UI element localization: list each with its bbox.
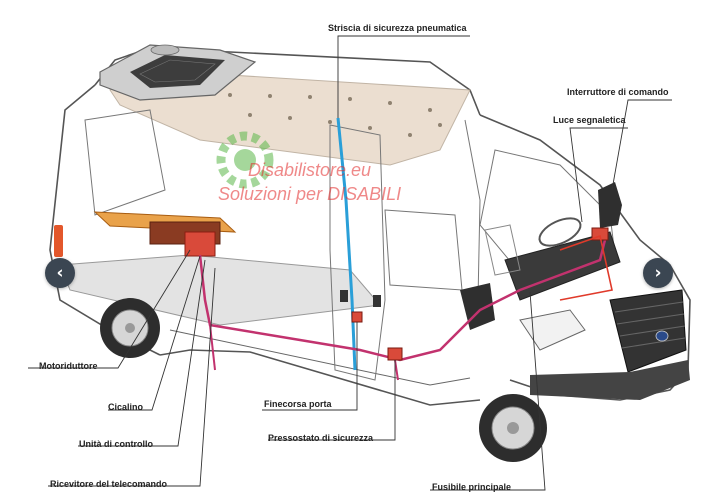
leader-ricevitore [48, 267, 216, 487]
driver-seat [484, 224, 521, 276]
leader-finecorsa [262, 322, 358, 411]
roof-panel-rivets [228, 93, 442, 137]
dashboard [504, 231, 621, 301]
leader-fusibile [430, 291, 546, 491]
roof-air-unit [99, 44, 257, 101]
door-handle-1 [340, 290, 348, 302]
label-pressostato-sicurezza: Pressostato di sicurezza [268, 433, 374, 443]
steering-wheel [538, 217, 582, 247]
carousel-prev-button[interactable]: ‹ [45, 258, 75, 288]
grille-slats [614, 301, 686, 349]
label-finecorsa-porta: Finecorsa porta [264, 399, 332, 409]
motor-unit [93, 211, 237, 257]
leader-striscia [337, 35, 470, 118]
watermark-line-2: Soluzioni per DISABILI [218, 184, 402, 204]
leader-cicalino [108, 255, 201, 411]
carousel-next-button[interactable]: › [643, 258, 673, 288]
sliding-door [329, 124, 386, 381]
van-cab [479, 114, 691, 401]
side-window [384, 209, 463, 291]
leader-motoriduttore [28, 249, 191, 369]
chevron-right-icon: › [654, 262, 662, 283]
rear-wheel [100, 298, 160, 358]
watermark-logo [216, 131, 274, 189]
front-wheel [479, 394, 547, 462]
label-cicalino: Cicalino [108, 402, 144, 412]
door-limit-switch [351, 311, 363, 323]
watermark-line-1: Disabilistore.eu [248, 160, 372, 180]
door-handle-2 [373, 295, 381, 307]
side-mirror-left [460, 283, 495, 330]
b-pillar [464, 119, 481, 301]
cable-branch-2 [394, 359, 399, 381]
leader-pressostato [268, 360, 396, 441]
brand-badge [655, 330, 669, 342]
label-interruttore-comando: Interruttore di comando [567, 87, 669, 97]
cable-harness [198, 239, 607, 362]
rear-window [84, 109, 166, 216]
headlight [519, 309, 586, 351]
side-mirror [598, 182, 622, 228]
leader-unita [78, 259, 206, 447]
front-bumper [530, 360, 690, 400]
label-fusibile-principale: Fusibile principale [432, 482, 512, 492]
chevron-left-icon: ‹ [56, 262, 64, 283]
label-motoriduttore: Motoriduttore [39, 361, 98, 371]
signal-light-wire [559, 234, 613, 301]
label-ricevitore-telecomando: Ricevitore del telecomando [50, 479, 168, 489]
leader-lines [28, 35, 672, 491]
front-grille [609, 289, 687, 373]
pneumatic-strip [336, 117, 357, 371]
leader-luce [569, 127, 628, 223]
label-unita-controllo: Unità di controllo [79, 439, 153, 449]
van-side-step [169, 329, 471, 386]
pressure-switch-device [387, 347, 403, 361]
leader-interruttore [611, 99, 672, 191]
van-side-lower [159, 349, 481, 406]
van-roof-outline [94, 47, 481, 116]
label-luce-segnaletica: Luce segnaletica [553, 115, 626, 125]
label-striscia-sicurezza: Striscia di sicurezza pneumatica [328, 23, 467, 33]
rear-light [54, 225, 63, 257]
